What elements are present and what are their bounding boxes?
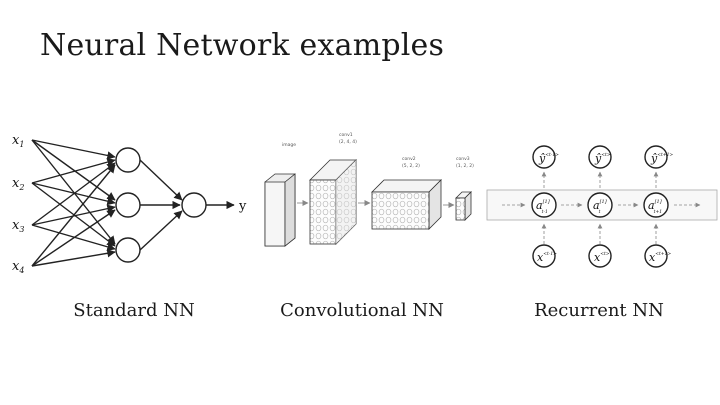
layer-dims-conv2: (5, 2, 2)	[402, 163, 420, 169]
image-slab	[264, 173, 296, 247]
layer-label-image: image	[282, 142, 296, 148]
caption-standard-nn: Standard NN	[73, 300, 195, 321]
rnn-input-node-1	[532, 244, 556, 268]
standard-nn: x1 x2 x3 x4 y	[12, 133, 247, 275]
input-label-x4: x4	[12, 259, 24, 275]
rnn-input-node-3	[644, 244, 668, 268]
rnn-hidden-label-3: a[1]t+1	[648, 199, 662, 215]
page-title: Neural Network examples	[40, 28, 445, 63]
input-label-x1: x1	[12, 133, 24, 149]
output-node	[181, 192, 207, 218]
hidden-node-2	[115, 192, 141, 218]
layer-label-conv1: conv1	[339, 132, 353, 138]
rnn-input-node-2	[588, 244, 612, 268]
caption-convolutional-nn: Convolutional NN	[280, 300, 444, 321]
layer-dims-conv1: (2, 4, 4)	[339, 139, 357, 145]
rnn-input-label-3: x<t+1>	[649, 251, 671, 264]
standard-nn-edges	[31, 139, 235, 267]
input-label-x3: x3	[12, 218, 24, 234]
rnn-output-label-2: ŷ<t>	[594, 152, 611, 165]
rnn-hidden-node-1	[531, 192, 557, 218]
layer-label-conv3: conv3	[456, 156, 470, 162]
rnn-hidden-label-1: a[1]t-1	[536, 199, 550, 215]
layer-label-conv2: conv2	[402, 156, 416, 162]
rnn-output-node-1	[532, 145, 556, 169]
rnn-output-label-1: ŷ<t-1>	[538, 152, 559, 165]
recurrent-nn: ŷ<t-1> ŷ<t> ŷ<t+1> a[1]t-1 a[1]t a[1]t+1…	[486, 145, 718, 268]
caption-recurrent-nn: Recurrent NN	[534, 300, 664, 321]
output-label-y: y	[238, 199, 247, 214]
input-label-x2: x2	[12, 176, 24, 192]
rnn-output-label-3: ŷ<t+1>	[650, 152, 673, 165]
conv3-block	[455, 191, 472, 221]
hidden-node-3	[115, 237, 141, 263]
rnn-input-label-1: x<t-1>	[537, 251, 557, 264]
rnn-hidden-label-2: a[1]t	[593, 199, 607, 215]
hidden-node-1	[115, 147, 141, 173]
rnn-output-node-2	[588, 145, 612, 169]
rnn-hidden-node-2	[587, 192, 613, 218]
rnn-hidden-node-3	[643, 192, 669, 218]
conv-nn: image conv1 (2, 4, 4) conv2 (5, 2, 2)	[264, 132, 474, 247]
rnn-input-label-2: x<t>	[594, 251, 610, 264]
rnn-output-node-3	[644, 145, 668, 169]
layer-dims-conv3: (1, 2, 2)	[456, 163, 474, 169]
conv1-block	[309, 159, 357, 245]
conv2-block	[371, 179, 442, 230]
